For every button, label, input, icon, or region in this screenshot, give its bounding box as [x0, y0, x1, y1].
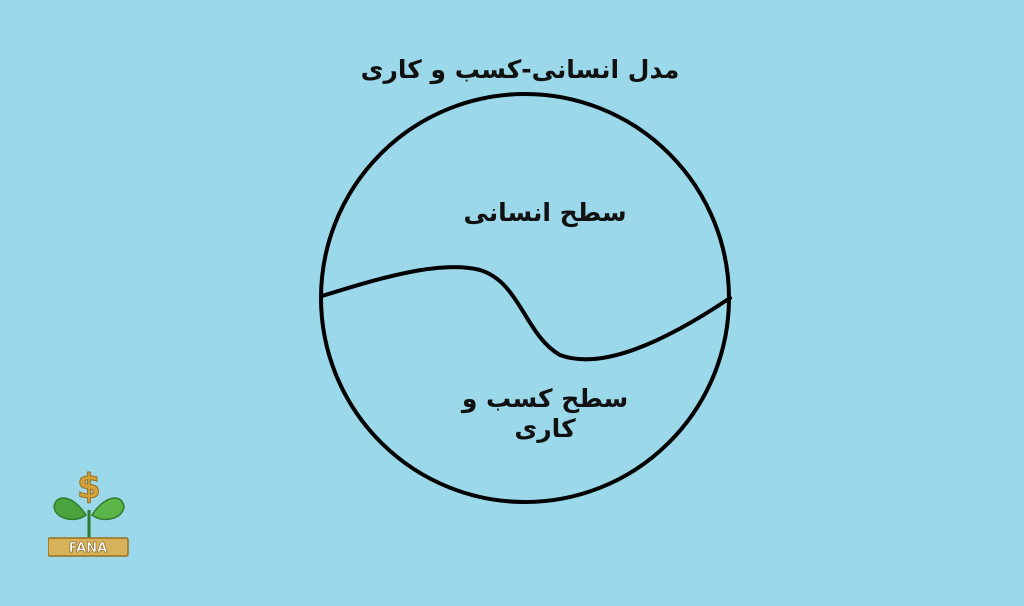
right-leaf-icon	[91, 497, 125, 521]
dollar-sprout-logo-icon: $ FANA	[48, 467, 129, 557]
lower-region-label: سطح کسب و کاری	[461, 384, 629, 443]
dollar-symbol: $	[77, 467, 101, 507]
diagram-title: مدل انسانی-کسب و کاری	[360, 55, 680, 84]
logo-wordmark: FANA	[69, 541, 107, 556]
logo-base	[48, 537, 129, 557]
upper-region-label: سطح انسانی	[463, 198, 627, 227]
dividing-curve	[320, 265, 732, 362]
left-leaf-icon	[53, 497, 87, 521]
fana-logo: $ FANA	[48, 465, 130, 560]
